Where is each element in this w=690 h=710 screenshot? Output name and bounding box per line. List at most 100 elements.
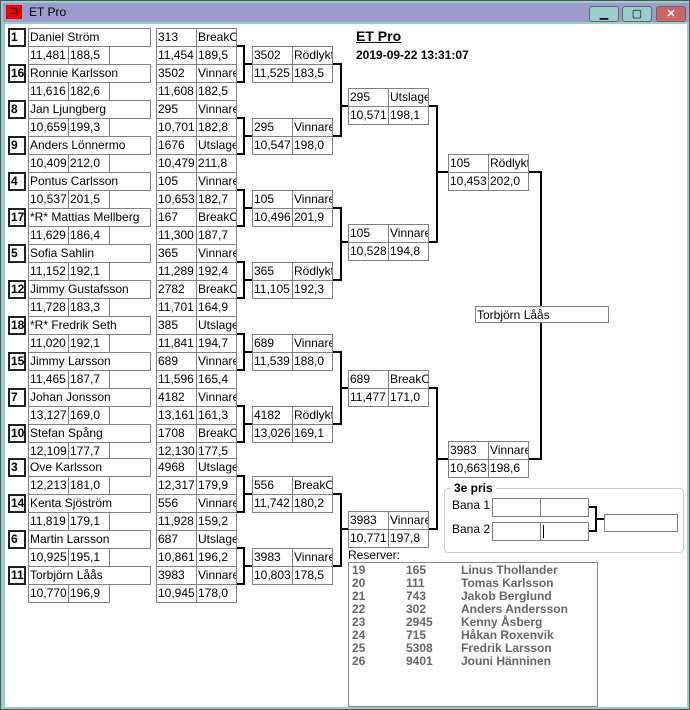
- round1-result[interactable]: Vinnare: [196, 352, 237, 371]
- qual-speed[interactable]: 196,9: [68, 584, 110, 603]
- round4-time[interactable]: 10,453: [448, 172, 489, 191]
- round1-time[interactable]: 10,479: [156, 154, 197, 173]
- qual-time[interactable]: 11,152: [28, 262, 69, 281]
- round1-speed[interactable]: 182,8: [196, 118, 237, 137]
- round1-time[interactable]: 12,130: [156, 442, 197, 461]
- round1-number[interactable]: 689: [156, 352, 197, 371]
- qual-speed[interactable]: 201,5: [68, 190, 110, 209]
- driver-name[interactable]: Anders Lönnermo: [28, 136, 151, 155]
- lane1-field[interactable]: [492, 498, 541, 517]
- round1-speed[interactable]: 182,5: [196, 82, 237, 101]
- lane2-field[interactable]: [540, 522, 589, 541]
- round3-speed[interactable]: 194,8: [388, 242, 429, 261]
- qual-speed[interactable]: 192,1: [68, 334, 110, 353]
- round1-number[interactable]: 4182: [156, 388, 197, 407]
- round1-time[interactable]: 11,608: [156, 82, 197, 101]
- round2-result[interactable]: Rödlyktan: [292, 262, 333, 281]
- reserves-list[interactable]: [348, 562, 598, 707]
- qual-speed[interactable]: 212,0: [68, 154, 110, 173]
- driver-name[interactable]: Kenta Sjöström: [28, 494, 151, 513]
- round2-time[interactable]: 10,496: [252, 208, 293, 227]
- round3-speed[interactable]: 171,0: [388, 388, 429, 407]
- round2-speed[interactable]: 178,5: [292, 566, 333, 585]
- round1-number[interactable]: 365: [156, 244, 197, 263]
- round2-result[interactable]: Vinnare: [292, 190, 333, 209]
- round2-result[interactable]: Vinnare: [292, 548, 333, 567]
- qual-time[interactable]: 11,020: [28, 334, 69, 353]
- round1-result[interactable]: Vinnare: [196, 494, 237, 513]
- close-button[interactable]: ✕: [656, 6, 686, 22]
- round1-number[interactable]: 4968: [156, 458, 197, 477]
- round2-number[interactable]: 689: [252, 334, 293, 353]
- round1-speed[interactable]: 189,5: [196, 46, 237, 65]
- qual-speed[interactable]: 177,7: [68, 442, 110, 461]
- qual-speed[interactable]: 181,0: [68, 476, 110, 495]
- round2-time[interactable]: 10,803: [252, 566, 293, 585]
- round1-time[interactable]: 11,596: [156, 370, 197, 389]
- round1-speed[interactable]: 187,7: [196, 226, 237, 245]
- round1-number[interactable]: 1708: [156, 424, 197, 443]
- round4-speed[interactable]: 202,0: [488, 172, 529, 191]
- qual-time[interactable]: 10,537: [28, 190, 69, 209]
- round1-result[interactable]: BreakOut: [196, 28, 237, 47]
- driver-name[interactable]: Jan Ljungberg: [28, 100, 151, 119]
- round3-time[interactable]: 10,571: [348, 106, 389, 125]
- round2-time[interactable]: 11,525: [252, 64, 293, 83]
- qual-speed[interactable]: 199,3: [68, 118, 110, 137]
- round1-number[interactable]: 105: [156, 172, 197, 191]
- round2-number[interactable]: 3502: [252, 46, 293, 65]
- round2-result[interactable]: BreakOut: [292, 476, 333, 495]
- round4-number[interactable]: 105: [448, 154, 489, 173]
- qual-time[interactable]: 11,616: [28, 82, 69, 101]
- round2-speed[interactable]: 180,2: [292, 494, 333, 513]
- round1-result[interactable]: Vinnare: [196, 64, 237, 83]
- round2-number[interactable]: 3983: [252, 548, 293, 567]
- round2-number[interactable]: 295: [252, 118, 293, 137]
- qual-speed[interactable]: 192,1: [68, 262, 110, 281]
- driver-name[interactable]: Stefan Spång: [28, 424, 151, 443]
- round2-number[interactable]: 4182: [252, 406, 293, 425]
- qual-time[interactable]: 10,409: [28, 154, 69, 173]
- round3-speed[interactable]: 197,8: [388, 529, 429, 548]
- qual-speed[interactable]: 179,1: [68, 512, 110, 531]
- round3-result[interactable]: Vinnare: [388, 224, 429, 243]
- round1-number[interactable]: 295: [156, 100, 197, 119]
- round2-result[interactable]: Vinnare: [292, 334, 333, 353]
- round2-speed[interactable]: 183,5: [292, 64, 333, 83]
- round2-number[interactable]: 556: [252, 476, 293, 495]
- qual-speed[interactable]: 182,6: [68, 82, 110, 101]
- round2-speed[interactable]: 188,0: [292, 352, 333, 371]
- round1-result[interactable]: Utslagen: [196, 316, 237, 335]
- round1-speed[interactable]: 178,0: [196, 584, 237, 603]
- driver-name[interactable]: Jimmy Gustafsson: [28, 280, 151, 299]
- round1-time[interactable]: 11,701: [156, 298, 197, 317]
- round3-result[interactable]: Vinnare: [388, 511, 429, 530]
- qual-time[interactable]: 10,659: [28, 118, 69, 137]
- round1-number[interactable]: 1676: [156, 136, 197, 155]
- round1-time[interactable]: 12,317: [156, 476, 197, 495]
- round1-speed[interactable]: 179,9: [196, 476, 237, 495]
- driver-name[interactable]: Ronnie Karlsson: [28, 64, 151, 83]
- round1-speed[interactable]: 194,7: [196, 334, 237, 353]
- round1-time[interactable]: 11,289: [156, 262, 197, 281]
- driver-name[interactable]: *R* Mattias Mellberg: [28, 208, 151, 227]
- round1-speed[interactable]: 159,2: [196, 512, 237, 531]
- round1-speed[interactable]: 211,8: [196, 154, 237, 173]
- round3-number[interactable]: 689: [348, 370, 389, 389]
- round1-time[interactable]: 13,161: [156, 406, 197, 425]
- round3-number[interactable]: 3983: [348, 511, 389, 530]
- round1-result[interactable]: Vinnare: [196, 388, 237, 407]
- round1-time[interactable]: 10,701: [156, 118, 197, 137]
- round4-number[interactable]: 3983: [448, 441, 489, 460]
- round1-time[interactable]: 11,300: [156, 226, 197, 245]
- round2-time[interactable]: 10,547: [252, 136, 293, 155]
- driver-name[interactable]: Martin Larsson: [28, 530, 151, 549]
- maximize-button[interactable]: ▢: [622, 6, 652, 22]
- round1-speed[interactable]: 192,4: [196, 262, 237, 281]
- round1-number[interactable]: 385: [156, 316, 197, 335]
- round3-time[interactable]: 11,477: [348, 388, 389, 407]
- round1-number[interactable]: 556: [156, 494, 197, 513]
- qual-time[interactable]: 11,728: [28, 298, 69, 317]
- driver-name[interactable]: Ove Karlsson: [28, 458, 151, 477]
- qual-time[interactable]: 11,629: [28, 226, 69, 245]
